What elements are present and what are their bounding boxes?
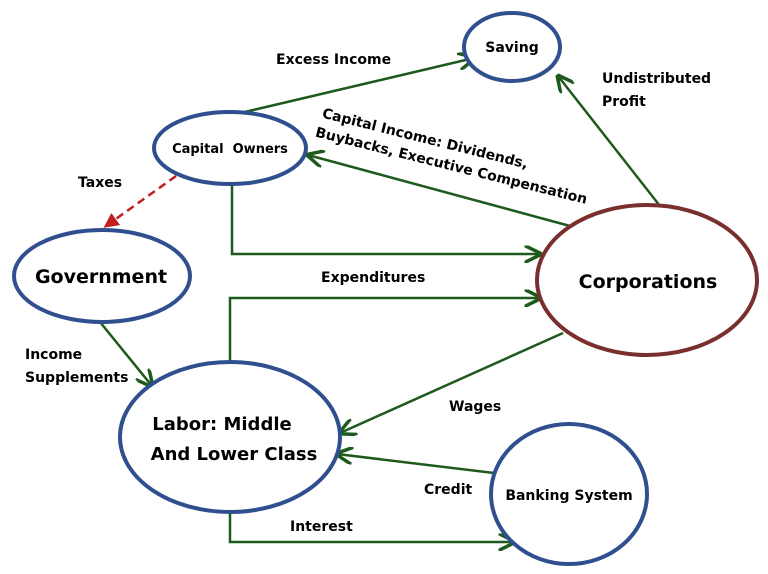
node-banking: [489, 422, 649, 566]
node-government-label: Government: [35, 266, 167, 288]
edge-wages: [340, 331, 564, 433]
label-undistributed-profit-line1: Undistributed: [602, 71, 711, 87]
edge-credit: [337, 454, 495, 475]
label-capital-income: Capital Income: Dividends, Buybacks, Exe…: [314, 106, 589, 208]
label-undistributed-profit-line2: Profit: [602, 94, 646, 110]
node-labor: [118, 360, 342, 514]
edge-expenditures: [228, 298, 540, 364]
node-corporations: [535, 203, 759, 357]
label-wages: Wages: [449, 399, 501, 415]
node-saving: [462, 11, 562, 83]
edge-undistributed-profit: [558, 76, 661, 207]
label-income-supplements-line2: Supplements: [25, 370, 128, 386]
node-capital-owners: [152, 110, 308, 186]
nodes: [12, 11, 649, 566]
edge-capital-income: [308, 155, 571, 228]
node-capital-owners-label: Capital Owners: [172, 142, 288, 157]
node-labor-label-line2: And Lower Class: [151, 444, 318, 465]
edge-income-supplements: [99, 321, 152, 386]
edge-taxes: [103, 174, 177, 228]
label-interest: Interest: [290, 519, 353, 535]
node-banking-label: Banking System: [505, 488, 632, 504]
edges: [99, 58, 661, 542]
label-credit: Credit: [424, 482, 472, 498]
node-government: [12, 228, 192, 324]
label-taxes: Taxes: [78, 175, 122, 191]
edge-interest: [228, 511, 514, 542]
node-labor-label-line1: Labor: Middle: [152, 414, 291, 435]
edge-capital-investment: [230, 183, 540, 254]
node-corporations-label: Corporations: [579, 271, 718, 293]
node-saving-label: Saving: [485, 40, 538, 56]
label-income-supplements-line1: Income: [25, 347, 82, 363]
label-excess-income: Excess Income: [276, 52, 391, 68]
label-expenditures: Expenditures: [321, 270, 425, 286]
edge-excess-income: [231, 58, 474, 117]
